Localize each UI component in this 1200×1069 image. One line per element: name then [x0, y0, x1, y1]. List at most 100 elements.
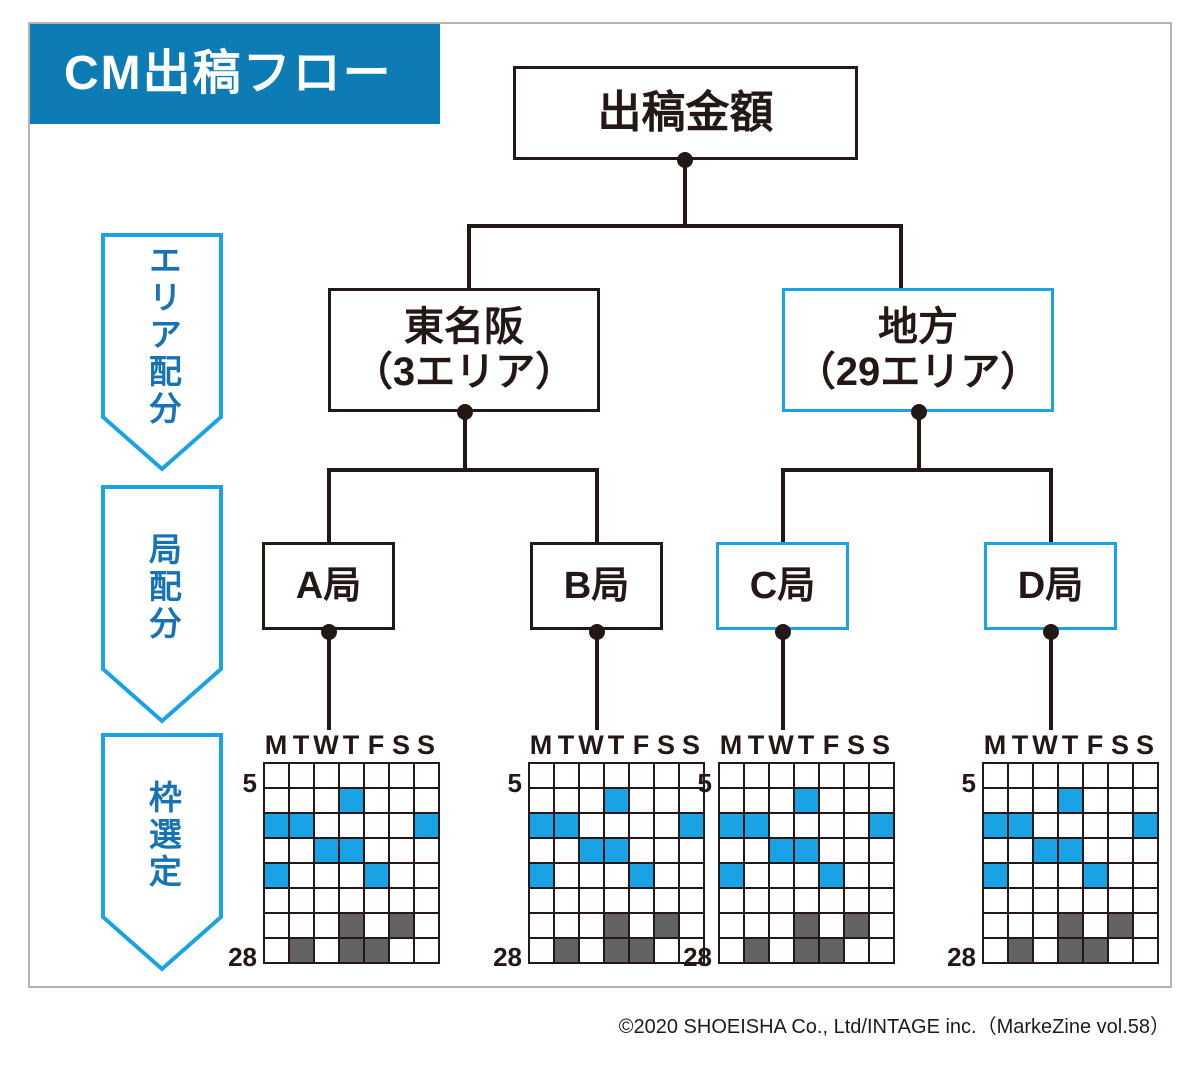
calendar-cell[interactable]	[630, 889, 655, 914]
calendar-cell[interactable]	[745, 864, 770, 889]
calendar-cell[interactable]	[290, 914, 315, 939]
calendar-cell[interactable]	[415, 939, 440, 964]
calendar-cell[interactable]	[290, 789, 315, 814]
calendar-cell[interactable]	[1134, 939, 1159, 964]
node-area-regional[interactable]: 地方 （29エリア）	[782, 288, 1054, 412]
calendar-cell[interactable]	[1109, 764, 1134, 789]
calendar-cell[interactable]	[630, 764, 655, 789]
calendar-cell[interactable]	[630, 914, 655, 939]
node-station-d[interactable]: D局	[984, 542, 1117, 630]
calendar-cell[interactable]	[680, 764, 705, 789]
calendar-cell[interactable]	[655, 789, 680, 814]
calendar-cell[interactable]	[770, 789, 795, 814]
calendar-cell[interactable]	[530, 889, 555, 914]
calendar-cell[interactable]	[745, 789, 770, 814]
calendar-cell[interactable]	[680, 864, 705, 889]
calendar-cell[interactable]	[845, 864, 870, 889]
node-root[interactable]: 出稿金額	[513, 66, 858, 160]
calendar-cell[interactable]	[340, 789, 365, 814]
calendar-cell[interactable]	[555, 864, 580, 889]
calendar-cell[interactable]	[680, 789, 705, 814]
calendar-cell[interactable]	[845, 839, 870, 864]
calendar-cell[interactable]	[1084, 789, 1109, 814]
calendar-cell[interactable]	[1009, 939, 1034, 964]
calendar-cell[interactable]	[1009, 789, 1034, 814]
calendar-cell[interactable]	[290, 939, 315, 964]
calendar-cell[interactable]	[1134, 864, 1159, 889]
calendar-cell[interactable]	[265, 789, 290, 814]
calendar-cell[interactable]	[1084, 839, 1109, 864]
calendar-cell[interactable]	[365, 889, 390, 914]
calendar-cell[interactable]	[1109, 839, 1134, 864]
calendar-cell[interactable]	[770, 839, 795, 864]
calendar-cell[interactable]	[580, 914, 605, 939]
calendar-cell[interactable]	[605, 864, 630, 889]
calendar-cell[interactable]	[1034, 889, 1059, 914]
calendar-cell[interactable]	[630, 814, 655, 839]
calendar-cell[interactable]	[390, 814, 415, 839]
calendar-cell[interactable]	[365, 864, 390, 889]
calendar-cell[interactable]	[680, 839, 705, 864]
calendar-cell[interactable]	[1084, 914, 1109, 939]
calendar-cell[interactable]	[530, 789, 555, 814]
calendar-cell[interactable]	[1084, 889, 1109, 914]
phase-arrow-slot-selection[interactable]: 枠選定	[100, 732, 224, 972]
node-station-a[interactable]: A局	[262, 542, 395, 630]
calendar-cell[interactable]	[845, 764, 870, 789]
calendar-cell[interactable]	[265, 939, 290, 964]
calendar-cell[interactable]	[1059, 889, 1084, 914]
calendar-cell[interactable]	[795, 764, 820, 789]
calendar-cell[interactable]	[870, 789, 895, 814]
calendar-cell[interactable]	[555, 814, 580, 839]
calendar-cell[interactable]	[605, 789, 630, 814]
calendar-cell[interactable]	[1034, 814, 1059, 839]
calendar-cell[interactable]	[415, 889, 440, 914]
calendar-cell[interactable]	[290, 839, 315, 864]
calendar-cell[interactable]	[770, 864, 795, 889]
calendar-cell[interactable]	[340, 814, 365, 839]
calendar-cell[interactable]	[1134, 914, 1159, 939]
calendar-cell[interactable]	[720, 864, 745, 889]
calendar-cell[interactable]	[1009, 889, 1034, 914]
calendar-cell[interactable]	[605, 889, 630, 914]
phase-arrow-area-allocation[interactable]: エリア配分	[100, 232, 224, 472]
calendar-cell[interactable]	[870, 914, 895, 939]
calendar-cell[interactable]	[580, 764, 605, 789]
calendar-cell[interactable]	[390, 864, 415, 889]
calendar-cell[interactable]	[984, 864, 1009, 889]
calendar-cell[interactable]	[315, 889, 340, 914]
calendar-cell[interactable]	[555, 839, 580, 864]
calendar-cell[interactable]	[984, 764, 1009, 789]
calendar-cell[interactable]	[1034, 789, 1059, 814]
phase-arrow-station-allocation[interactable]: 局配分	[100, 484, 224, 724]
calendar-cell[interactable]	[720, 889, 745, 914]
calendar-cell[interactable]	[1109, 789, 1134, 814]
calendar-cell[interactable]	[1034, 914, 1059, 939]
calendar-cell[interactable]	[530, 839, 555, 864]
calendar-cell[interactable]	[845, 889, 870, 914]
calendar-cell[interactable]	[390, 889, 415, 914]
calendar-cell[interactable]	[655, 764, 680, 789]
calendar-cell[interactable]	[315, 864, 340, 889]
calendar-cell[interactable]	[984, 789, 1009, 814]
calendar-cell[interactable]	[770, 764, 795, 789]
calendar-cell[interactable]	[720, 839, 745, 864]
calendar-cell[interactable]	[795, 939, 820, 964]
calendar-cell[interactable]	[870, 764, 895, 789]
calendar-cell[interactable]	[1134, 889, 1159, 914]
node-area-tokyo-nagoya-osaka[interactable]: 東名阪 （3エリア）	[328, 288, 600, 412]
calendar-cell[interactable]	[984, 914, 1009, 939]
calendar-cell[interactable]	[1059, 814, 1084, 839]
calendar-cell[interactable]	[1109, 914, 1134, 939]
calendar-c-grid[interactable]	[718, 762, 895, 964]
calendar-cell[interactable]	[265, 764, 290, 789]
calendar-cell[interactable]	[1059, 789, 1084, 814]
calendar-cell[interactable]	[1059, 764, 1084, 789]
calendar-cell[interactable]	[795, 814, 820, 839]
calendar-cell[interactable]	[745, 914, 770, 939]
calendar-cell[interactable]	[1109, 939, 1134, 964]
calendar-cell[interactable]	[770, 939, 795, 964]
calendar-cell[interactable]	[770, 914, 795, 939]
calendar-cell[interactable]	[555, 764, 580, 789]
